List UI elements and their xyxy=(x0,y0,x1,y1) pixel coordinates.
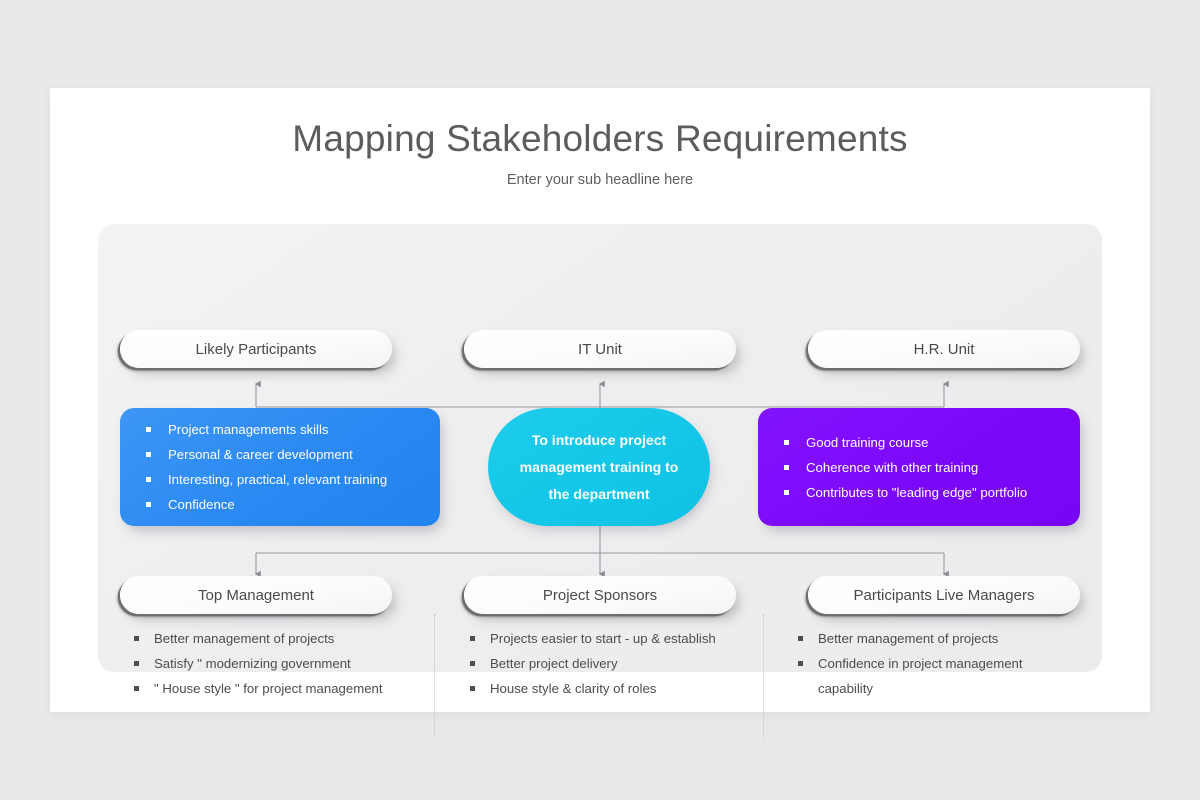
list-item: Confidence xyxy=(146,492,440,517)
pill-participants-live-managers[interactable]: Participants Live Managers xyxy=(808,576,1080,614)
diagram-panel: Likely Participants IT Unit H.R. Unit Pr… xyxy=(98,224,1102,738)
column-divider xyxy=(434,614,435,738)
list-item: Projects easier to start - up & establis… xyxy=(470,626,760,651)
list-item: Good training course xyxy=(784,430,1080,455)
pill-likely-participants[interactable]: Likely Participants xyxy=(120,330,392,368)
list-item: Confidence in project management capabil… xyxy=(798,651,1073,701)
bullet-list: Projects easier to start - up & establis… xyxy=(470,626,760,701)
pill-hr-unit[interactable]: H.R. Unit xyxy=(808,330,1080,368)
slide-canvas: Mapping Stakeholders Requirements Enter … xyxy=(50,88,1150,738)
pill-top-management[interactable]: Top Management xyxy=(120,576,392,614)
blue-requirements-box[interactable]: Project managements skills Personal & ca… xyxy=(120,408,440,526)
bottom-column-top-management: Better management of projects Satisfy " … xyxy=(134,626,434,701)
list-item: Project managements skills xyxy=(146,417,440,442)
pill-label: Likely Participants xyxy=(195,340,317,358)
purple-requirements-box[interactable]: Good training course Coherence with othe… xyxy=(758,408,1080,526)
list-item: Satisfy " modernizing government xyxy=(134,651,434,676)
bottom-column-project-sponsors: Projects easier to start - up & establis… xyxy=(470,626,760,701)
ellipse-line-3: the department xyxy=(548,485,650,502)
ellipse-line-1: To introduce project xyxy=(531,431,667,448)
bullet-list: Better management of projects Confidence… xyxy=(798,626,1073,701)
page-subtitle: Enter your sub headline here xyxy=(506,172,694,188)
column-divider xyxy=(763,614,764,738)
bullet-list: Better management of projects Satisfy " … xyxy=(134,626,434,701)
page-title: Mapping Stakeholders Requirements xyxy=(292,118,908,159)
list-item: Contributes to "leading edge" portfolio xyxy=(784,480,1080,505)
list-item: Better project delivery xyxy=(470,651,760,676)
pill-project-sponsors[interactable]: Project Sponsors xyxy=(464,576,736,614)
pill-label: Top Management xyxy=(198,586,314,604)
list-item: Better management of projects xyxy=(134,626,434,651)
list-item: House style & clarity of roles xyxy=(470,676,760,701)
pill-label: IT Unit xyxy=(578,340,622,358)
purple-box-bullets: Good training course Coherence with othe… xyxy=(758,430,1080,505)
list-item: Coherence with other training xyxy=(784,455,1080,480)
pill-label: H.R. Unit xyxy=(913,340,975,358)
pill-label: Project Sponsors xyxy=(542,586,658,604)
list-item: Better management of projects xyxy=(798,626,1073,651)
list-item: Personal & career development xyxy=(146,442,440,467)
pill-label: Participants Live Managers xyxy=(853,586,1035,604)
list-item: Interesting, practical, relevant trainin… xyxy=(146,467,440,492)
blue-box-bullets: Project managements skills Personal & ca… xyxy=(120,417,440,517)
pill-it-unit[interactable]: IT Unit xyxy=(464,330,736,368)
ellipse-line-2: management training to xyxy=(519,458,679,475)
central-objective-ellipse[interactable]: To introduce project management training… xyxy=(488,408,710,526)
ellipse-text: To introduce project management training… xyxy=(509,427,689,508)
bottom-column-live-managers: Better management of projects Confidence… xyxy=(798,626,1073,701)
list-item: " House style " for project management xyxy=(134,676,434,701)
